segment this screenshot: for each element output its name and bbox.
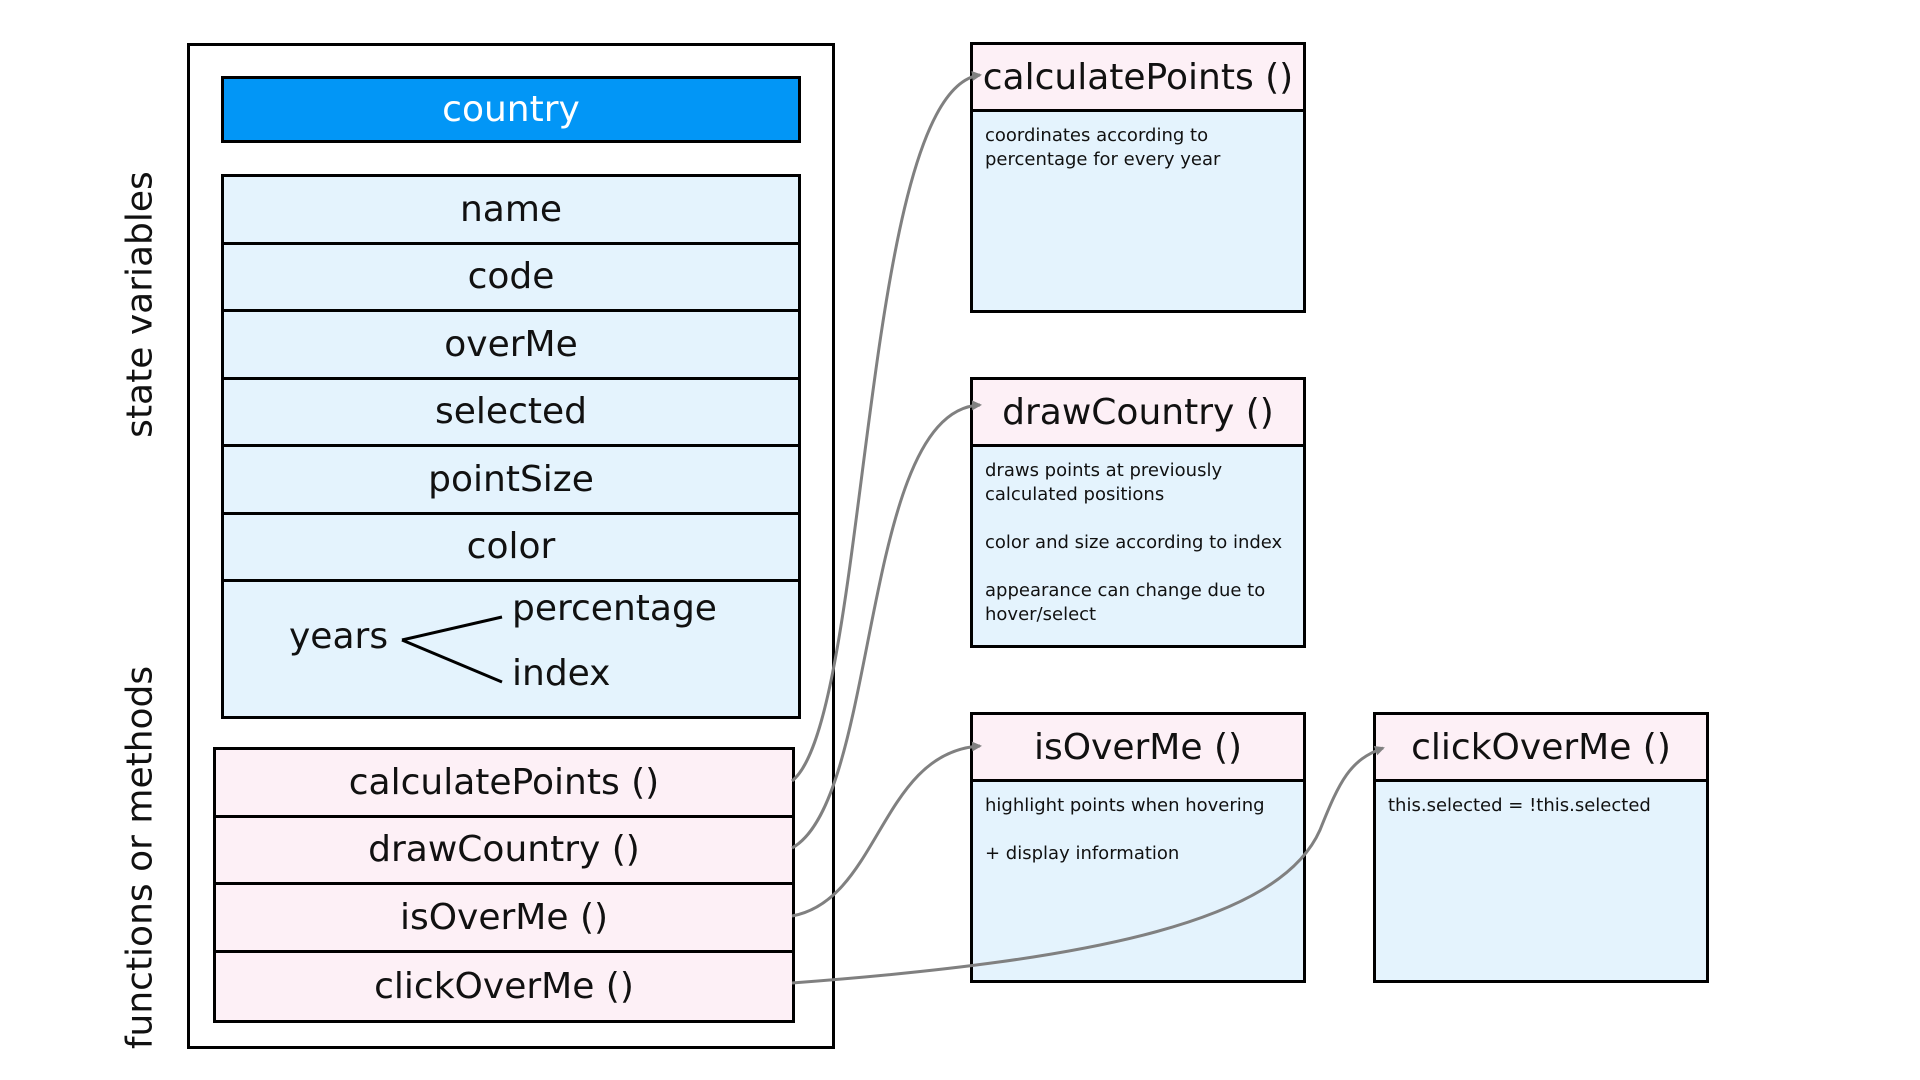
method-box-description: highlight points when hovering + display…: [985, 795, 1265, 864]
years-label: years: [289, 616, 389, 657]
years-row: years percentage index: [224, 582, 798, 716]
method-box-title: clickOverMe (): [1376, 715, 1706, 782]
method-box-description: draws points at previously calculated po…: [985, 460, 1283, 625]
class-container: [187, 43, 835, 1049]
years-index-label: index: [512, 653, 611, 694]
method-box-drawcountry: drawCountry () draws points at previousl…: [970, 377, 1306, 648]
state-variable-row: selected: [224, 380, 798, 447]
state-variable-row: pointSize: [224, 447, 798, 515]
state-variable-row: overMe: [224, 312, 798, 380]
function-row-drawcountry: drawCountry (): [216, 818, 792, 885]
method-box-title: isOverMe (): [973, 715, 1303, 782]
method-box-calculatepoints: calculatePoints () coordinates according…: [970, 42, 1306, 313]
method-box-description: coordinates according to percentage for …: [985, 125, 1221, 170]
function-row-clickoverme: clickOverMe (): [374, 965, 634, 1007]
function-row-isoverme: isOverMe (): [216, 885, 792, 953]
functions-table: calculatePoints () drawCountry () isOver…: [213, 747, 795, 1023]
connector-drawcountry: [791, 400, 982, 850]
connector-clickoverme: [791, 746, 1385, 985]
state-variables-table: name code overMe selected pointSize colo…: [221, 174, 801, 719]
class-title: country: [221, 76, 801, 143]
method-box-description: this.selected = !this.selected: [1388, 795, 1651, 816]
state-variable-row: code: [224, 245, 798, 312]
method-box-title: calculatePoints (): [973, 45, 1303, 112]
years-branch-lines: [401, 615, 503, 684]
state-variable-row: name: [224, 177, 798, 245]
years-percentage-label: percentage: [512, 588, 717, 629]
method-box-clickoverme: clickOverMe () this.selected = !this.sel…: [1373, 712, 1709, 983]
method-box-title: drawCountry (): [973, 380, 1303, 447]
connector-calculatepoints: [791, 71, 982, 783]
connector-isoverme: [791, 741, 982, 918]
state-variable-row: color: [224, 515, 798, 582]
function-row-calculatepoints: calculatePoints (): [216, 750, 792, 818]
